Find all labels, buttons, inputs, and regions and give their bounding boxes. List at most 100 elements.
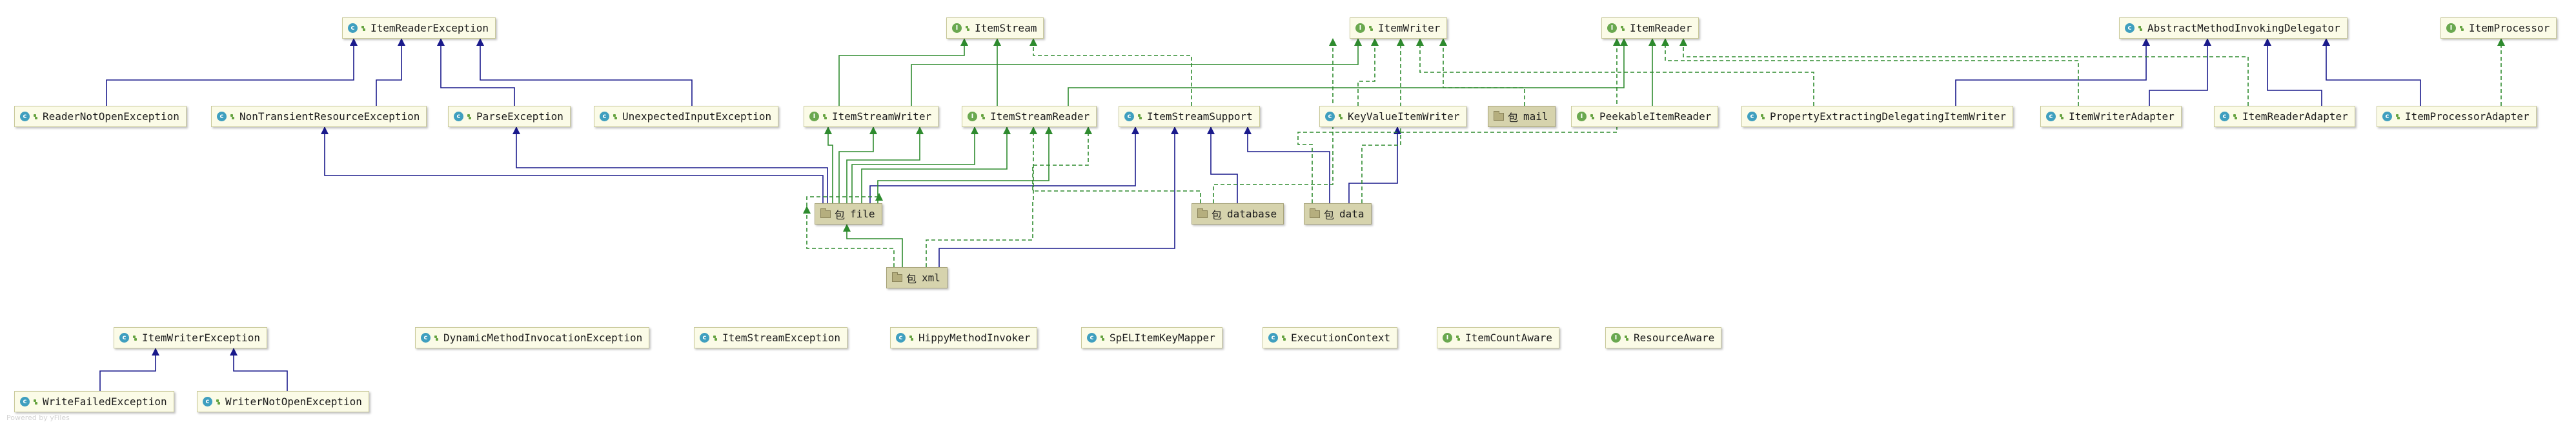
node-item-writer-exception[interactable]: c ItemWriterException: [114, 327, 268, 348]
interface-icon: I: [809, 112, 819, 121]
node-item-reader[interactable]: I ItemReader: [1601, 17, 1699, 39]
class-icon: c: [1087, 333, 1097, 343]
node-item-writer-adapter[interactable]: c ItemWriterAdapter: [2040, 106, 2182, 127]
node-parse-exception[interactable]: c ParseException: [448, 106, 571, 127]
node-unexpected-input-exception[interactable]: c UnexpectedInputException: [594, 106, 779, 127]
node-reader-not-open-exception[interactable]: c ReaderNotOpenException: [14, 106, 187, 127]
edge-database-to-item-stream-reader: [1032, 126, 1201, 203]
node-property-extracting-delegating-item-writer[interactable]: c PropertyExtractingDelegatingItemWriter: [1741, 106, 2014, 127]
class-icon: c: [2125, 23, 2135, 33]
edge-file-to-item-stream-support-a: [869, 126, 1139, 203]
interface-icon: I: [1611, 333, 1621, 343]
folder-icon: [1310, 208, 1320, 218]
visibility-icon: [1624, 335, 1629, 341]
edge-database-to-item-writer: [1213, 38, 1337, 203]
class-icon: c: [421, 333, 431, 343]
package-database[interactable]: 包 database: [1192, 203, 1284, 225]
node-hippy-method-invoker[interactable]: c HippyMethodInvoker: [890, 327, 1038, 348]
class-icon: c: [20, 397, 30, 406]
edge-data-to-key-value-writer: [1348, 126, 1401, 203]
class-icon: c: [119, 333, 129, 343]
node-resource-aware[interactable]: I ResourceAware: [1605, 327, 1722, 348]
edge-file-self: [806, 193, 883, 213]
visibility-icon: [1100, 335, 1105, 341]
visibility-icon: [1455, 335, 1461, 341]
visibility-icon: [1368, 25, 1374, 32]
visibility-icon: [1137, 114, 1142, 120]
node-peekable-item-reader[interactable]: I PeekableItemReader: [1571, 106, 1719, 127]
interface-icon: I: [1577, 112, 1587, 121]
visibility-icon: [1281, 335, 1286, 341]
visibility-icon: [980, 114, 986, 120]
node-item-reader-adapter[interactable]: c ItemReaderAdapter: [2214, 106, 2355, 127]
node-item-stream-exception[interactable]: c ItemStreamException: [694, 327, 848, 348]
class-icon: c: [700, 333, 709, 343]
edge-data-to-item-stream-support: [1244, 126, 1330, 203]
node-item-count-aware[interactable]: I ItemCountAware: [1437, 327, 1559, 348]
folder-icon: [820, 208, 831, 218]
node-write-failed-exception[interactable]: c WriteFailedException: [14, 391, 174, 412]
package-file[interactable]: 包 file: [815, 203, 882, 225]
visibility-icon: [33, 399, 38, 405]
edge-property-extracting-to-item-writer: [1416, 38, 1814, 106]
visibility-icon: [1590, 114, 1595, 120]
visibility-icon: [713, 335, 718, 341]
edge-item-writer-adapter-to-item-writer: [1661, 38, 2079, 106]
class-icon: c: [348, 23, 358, 33]
edge-data-to-item-writer: [1361, 38, 1405, 203]
edge-non-transient-to-item-reader-exception: [376, 38, 405, 106]
package-xml[interactable]: 包 xml: [886, 267, 948, 288]
interface-icon: I: [968, 112, 977, 121]
edge-item-stream-writer-to-item-writer: [911, 38, 1362, 106]
node-execution-context[interactable]: c ExecutionContext: [1263, 327, 1398, 348]
edge-item-stream-writer-to-item-stream: [838, 38, 968, 106]
node-item-stream-writer[interactable]: I ItemStreamWriter: [804, 106, 939, 127]
interface-icon: I: [1355, 23, 1365, 33]
class-icon: c: [1747, 112, 1757, 121]
edge-file-to-item-stream-reader-c: [877, 126, 1053, 203]
package-mail[interactable]: 包 mail: [1488, 106, 1556, 127]
node-abstract-method-invoking-delegator[interactable]: c AbstractMethodInvokingDelegator: [2119, 17, 2348, 39]
visibility-icon: [909, 335, 914, 341]
package-data[interactable]: 包 data: [1304, 203, 1372, 225]
visibility-icon: [2059, 114, 2064, 120]
edge-item-reader-adapter-to-item-reader: [1679, 38, 2249, 106]
visibility-icon: [613, 114, 618, 120]
node-item-stream[interactable]: I ItemStream: [946, 17, 1044, 39]
node-item-processor-adapter[interactable]: c ItemProcessorAdapter: [2377, 106, 2537, 127]
visibility-icon: [2138, 25, 2143, 32]
visibility-icon: [230, 114, 235, 120]
node-non-transient-resource-exception[interactable]: c NonTransientResourceException: [211, 106, 427, 127]
class-icon: c: [454, 112, 463, 121]
edge-item-stream-support-to-item-stream: [1029, 38, 1192, 106]
node-item-reader-exception[interactable]: c ItemReaderException: [342, 17, 496, 39]
class-icon: c: [217, 112, 227, 121]
node-item-stream-reader[interactable]: I ItemStreamReader: [962, 106, 1097, 127]
edge-reader-not-open-to-item-reader-exception: [106, 38, 358, 106]
class-icon: c: [2220, 112, 2229, 121]
node-item-stream-support[interactable]: c ItemStreamSupport: [1119, 106, 1260, 127]
class-icon: c: [600, 112, 609, 121]
node-item-writer[interactable]: I ItemWriter: [1350, 17, 1448, 39]
node-dynamic-method-invocation-exception[interactable]: c DynamicMethodInvocationException: [415, 327, 650, 348]
class-icon: c: [1325, 112, 1335, 121]
edge-file-to-non-transient: [321, 126, 824, 203]
edge-item-reader-adapter-to-delegator: [2264, 38, 2322, 106]
visibility-icon: [1760, 114, 1765, 120]
node-key-value-item-writer[interactable]: c KeyValueItemWriter: [1319, 106, 1467, 127]
edge-file-to-item-stream-reader-b: [861, 126, 1011, 203]
visibility-icon: [2459, 25, 2464, 32]
node-item-processor[interactable]: I ItemProcessor: [2440, 17, 2557, 39]
edge-database-to-item-stream-support: [1207, 126, 1238, 203]
visibility-icon: [467, 114, 472, 120]
interface-icon: I: [952, 23, 962, 33]
class-icon: c: [2382, 112, 2392, 121]
visibility-icon: [132, 335, 137, 341]
edge-property-extracting-to-delegator: [1955, 38, 2150, 106]
edge-item-writer-adapter-to-delegator: [2149, 38, 2211, 106]
visibility-icon: [2233, 114, 2238, 120]
node-spel-item-key-mapper[interactable]: c SpELItemKeyMapper: [1081, 327, 1222, 348]
visibility-icon: [2395, 114, 2400, 120]
node-writer-not-open-exception[interactable]: c WriterNotOpenException: [197, 391, 369, 412]
